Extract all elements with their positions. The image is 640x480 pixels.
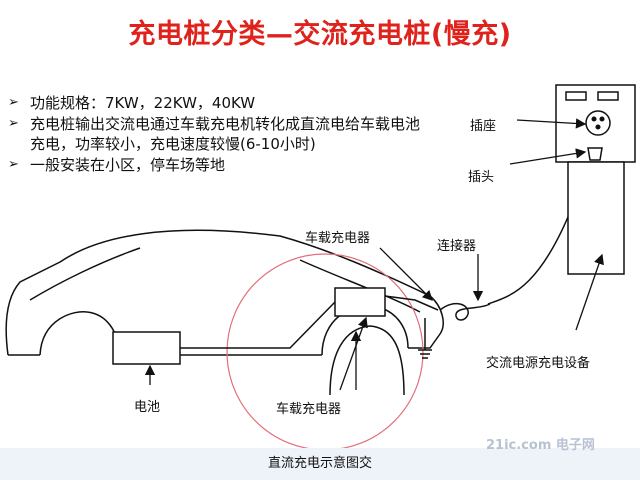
ac-equipment-label: 交流电源充电设备	[486, 355, 590, 371]
arrow-bullet-icon: ➢	[8, 95, 19, 110]
bullet-item: ➢ 充电桩输出交流电通过车载充电机转化成直流电给车载电池充电，功率较小，充电速度…	[8, 114, 433, 154]
wiring	[180, 149, 596, 359]
onboard-charger-box	[334, 287, 386, 317]
socket-label: 插座	[470, 119, 496, 134]
bullet-text: 充电桩输出交流电通过车载充电机转化成直流电给车载电池充电，功率较小，充电速度较慢…	[30, 115, 421, 153]
plug-label: 插头	[468, 170, 494, 185]
pointer-arrows	[144, 118, 604, 391]
bullet-item: ➢ 一般安装在小区，停车场等地	[8, 155, 433, 175]
onboard-charger-top-label: 车载充电器	[305, 230, 370, 246]
bullet-list: ➢ 功能规格：7KW，22KW，40KW ➢ 充电桩输出交流电通过车载充电机转化…	[8, 93, 433, 176]
battery-label: 电池	[134, 400, 160, 415]
charging-station	[555, 84, 636, 275]
bullet-item: ➢ 功能规格：7KW，22KW，40KW	[8, 93, 433, 113]
diagram-caption: 直流充电示意图交	[267, 456, 372, 471]
watermark: 21ic.com 电子网	[486, 438, 595, 453]
rear-wheel	[329, 325, 405, 396]
onboard-charger-bottom-label: 车载充电器	[276, 401, 341, 417]
bullet-text: 功能规格：7KW，22KW，40KW	[30, 94, 256, 112]
bullet-text: 一般安装在小区，停车场等地	[30, 156, 226, 174]
arrow-bullet-icon: ➢	[8, 116, 19, 131]
arrow-bullet-icon: ➢	[8, 157, 19, 172]
footer-band	[0, 448, 640, 480]
slide-title: 充电桩分类—交流充电桩(慢充)	[128, 19, 512, 50]
battery-box	[112, 331, 181, 365]
connector-label: 连接器	[437, 238, 476, 254]
highlight-circle	[226, 253, 424, 451]
